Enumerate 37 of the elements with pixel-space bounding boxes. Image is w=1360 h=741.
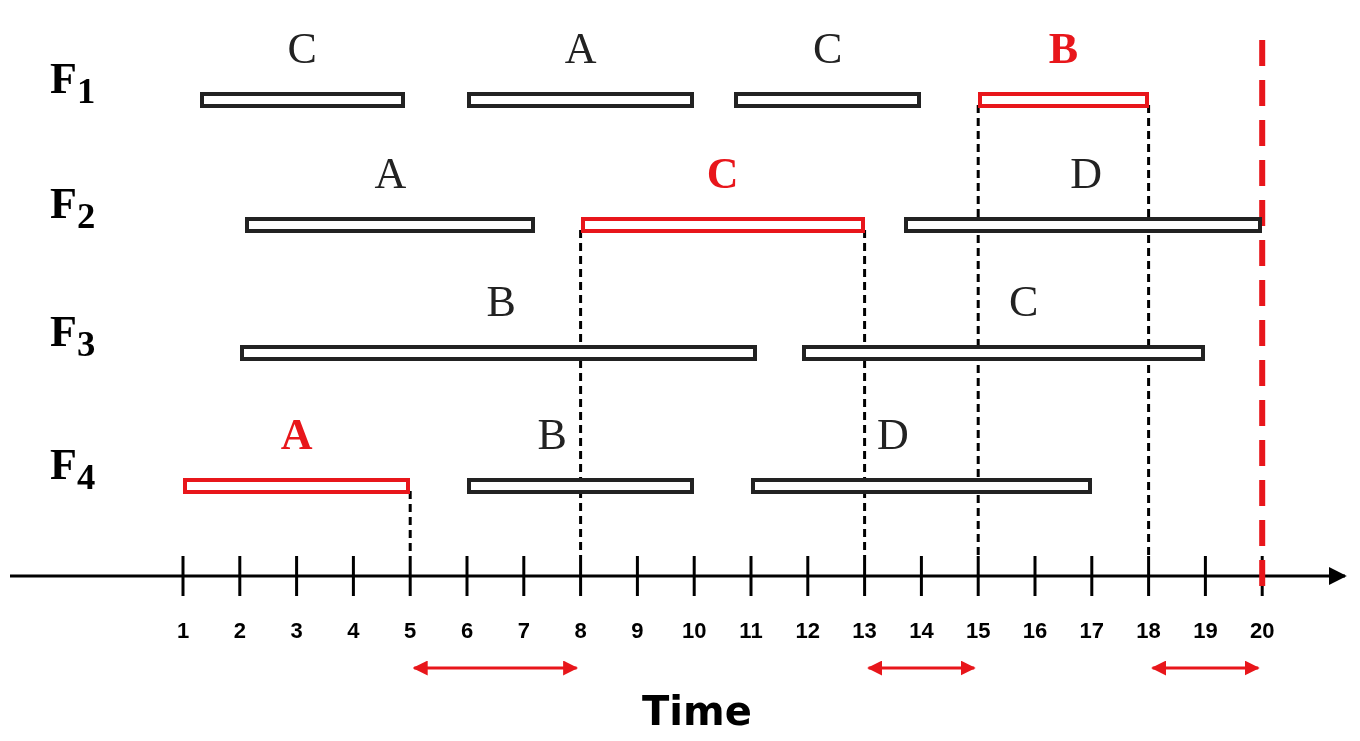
bar-label: A bbox=[280, 411, 313, 459]
tick-label: 5 bbox=[403, 618, 418, 644]
bar-label: C bbox=[706, 150, 739, 198]
tick-label: 11 bbox=[738, 618, 764, 644]
tick-label: 20 bbox=[1248, 618, 1276, 644]
row-label: F$_{2}$ bbox=[50, 180, 96, 238]
tick-label: 1 bbox=[175, 618, 191, 644]
bar-label: D bbox=[1070, 150, 1102, 198]
tick-label: 19 bbox=[1192, 618, 1219, 644]
row-label: F$_{3}$ bbox=[50, 308, 96, 366]
bar-label: A bbox=[564, 25, 597, 73]
tick-label: 13 bbox=[851, 618, 878, 644]
tick-label: 12 bbox=[794, 618, 822, 644]
bar-label: C bbox=[287, 25, 317, 73]
tick-label: 7 bbox=[516, 618, 531, 644]
tick-label: 18 bbox=[1135, 618, 1162, 644]
tick-label: 15 bbox=[964, 618, 992, 644]
tick-label: 4 bbox=[346, 618, 361, 644]
tick-label: 14 bbox=[908, 618, 935, 644]
tick-label: 16 bbox=[1021, 618, 1049, 644]
row-label: F$_{4}$ bbox=[50, 441, 96, 499]
tick-label: 3 bbox=[289, 618, 304, 644]
bar-label: B bbox=[1048, 25, 1079, 73]
tick-label: 17 bbox=[1078, 618, 1106, 644]
axis-title: Time bbox=[642, 688, 752, 734]
tick-label: 8 bbox=[573, 618, 588, 644]
bar-label: C bbox=[813, 25, 843, 73]
bar-label: D bbox=[877, 411, 909, 459]
bar-label: C bbox=[1008, 278, 1039, 326]
tick-label: 10 bbox=[680, 618, 708, 644]
tick-label: 2 bbox=[232, 618, 247, 644]
bar-label: B bbox=[486, 278, 516, 326]
bar-label: B bbox=[537, 411, 567, 459]
bar-label: A bbox=[374, 150, 407, 198]
tick-label: 6 bbox=[459, 618, 475, 644]
row-label: F$_{1}$ bbox=[50, 55, 96, 113]
tick-label: 9 bbox=[630, 618, 645, 644]
